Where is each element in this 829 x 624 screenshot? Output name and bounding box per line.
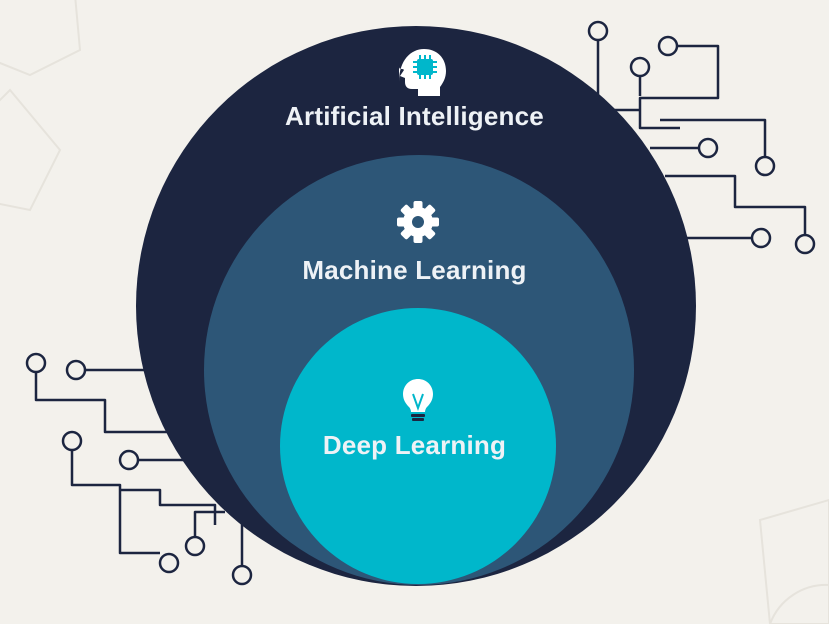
- circuit-node: [65, 359, 87, 381]
- hexagon-decoration: [769, 583, 829, 624]
- circuit-node: [697, 137, 719, 159]
- circuit-node: [25, 352, 47, 374]
- circuit-node: [587, 20, 609, 42]
- circuit-trace: [665, 174, 807, 235]
- circuit-node: [629, 56, 651, 78]
- circuit-trace: [34, 372, 200, 434]
- circuit-node: [754, 155, 776, 177]
- circuit-trace: [660, 118, 767, 157]
- circuit-trace: [638, 44, 720, 130]
- artificial-intelligence-label: Artificial Intelligence: [285, 101, 544, 131]
- circuit-node: [61, 430, 83, 452]
- gear-icon: [397, 201, 439, 243]
- hexagon-decoration: [758, 498, 829, 624]
- deep-learning-circle: [280, 308, 556, 584]
- circuit-node: [158, 552, 180, 574]
- hexagon-decoration: [0, 0, 82, 77]
- circuit-node: [118, 449, 140, 471]
- circuit-node: [750, 227, 772, 249]
- hexagon-decoration: [0, 88, 62, 212]
- circuit-node: [184, 535, 206, 557]
- circuit-node: [657, 35, 679, 57]
- circuit-node: [231, 564, 253, 586]
- circuit-trace: [193, 510, 225, 537]
- brain-chip-icon: [399, 49, 446, 96]
- machine-learning-label: Machine Learning: [302, 255, 527, 285]
- circuit-node: [794, 233, 816, 255]
- circuit-trace: [70, 450, 160, 555]
- lightbulb-icon: [403, 379, 433, 421]
- deep-learning-label: Deep Learning: [322, 430, 507, 460]
